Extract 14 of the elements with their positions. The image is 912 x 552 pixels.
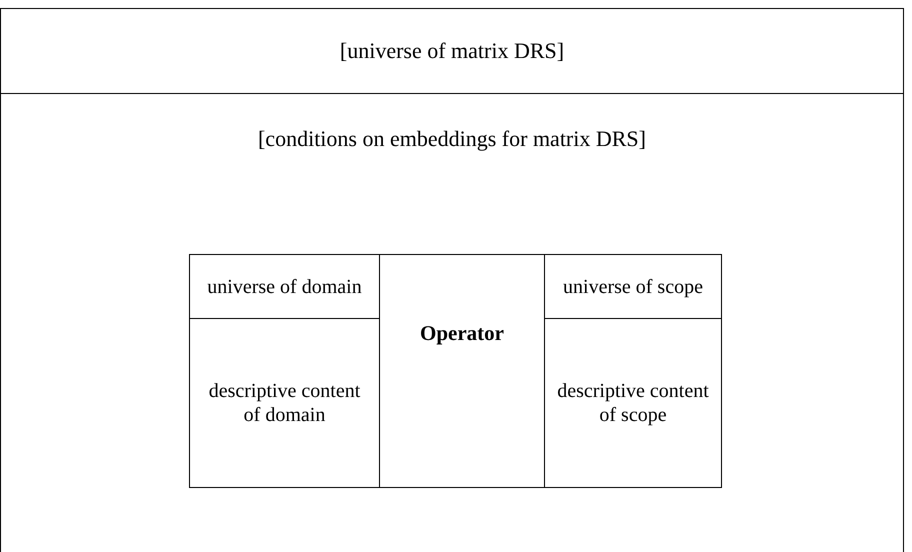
cell-text: [universe of matrix DRS] [338,38,566,64]
cell-text: universe of scope [562,274,704,298]
table-cell [544,254,722,319]
table-cell [189,318,380,488]
table-cell [544,318,722,488]
cell-text: Operator [419,321,505,346]
table-cell [0,93,904,552]
table-cell [189,254,380,319]
cell-text: descriptive content of scope [556,379,710,427]
cell-text: descriptive content of domain [208,379,362,427]
cell-text: universe of domain [206,274,363,298]
table-cell [0,8,904,94]
cell-text: [conditions on embeddings for matrix DRS] [256,126,647,152]
table-cell [379,254,545,488]
